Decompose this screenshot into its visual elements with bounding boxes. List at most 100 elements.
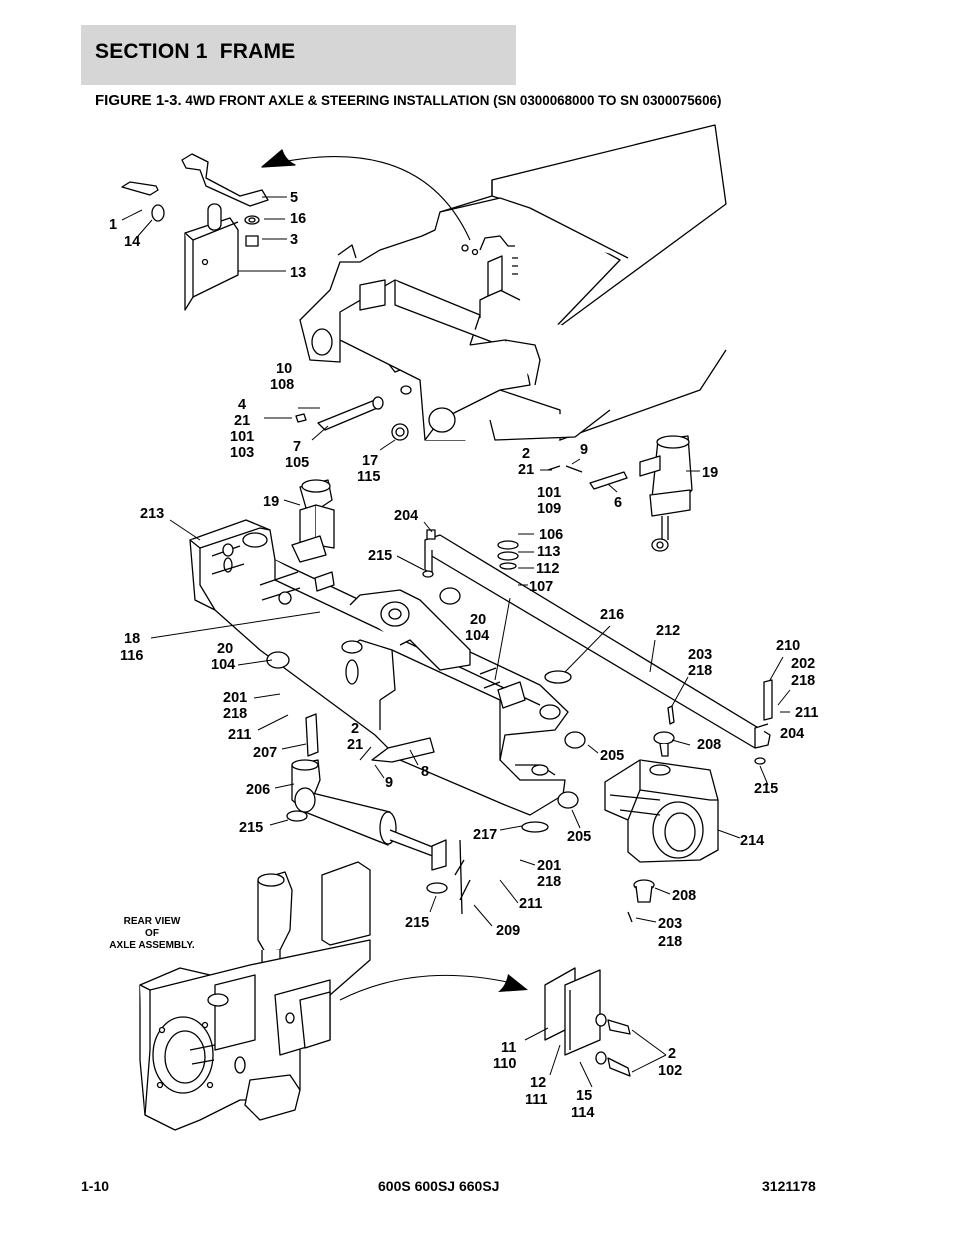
- callout: 103: [230, 445, 254, 461]
- callout: 211: [228, 727, 251, 743]
- callout: 109: [537, 501, 561, 517]
- callout: 215: [405, 915, 429, 931]
- callout: 110: [493, 1056, 516, 1072]
- callout: 3: [290, 232, 298, 248]
- callout: 215: [368, 548, 392, 564]
- callout: 9: [385, 775, 393, 791]
- pad-detail-drawing: [544, 967, 631, 1077]
- callout: 101: [230, 429, 254, 445]
- steering-cylinder-right-drawing: [639, 435, 693, 552]
- callout: 5: [290, 190, 298, 206]
- callout: 2: [522, 446, 530, 462]
- callout: 13: [290, 265, 306, 281]
- figure-caption: 4WD FRONT AXLE & STEERING INSTALLATION (…: [181, 93, 722, 108]
- callout: 205: [567, 829, 591, 845]
- callout: 21: [234, 413, 250, 429]
- callout: 8: [421, 764, 429, 780]
- callout: 212: [656, 623, 680, 639]
- callout: 7: [293, 439, 301, 455]
- section-header-band: [81, 25, 516, 85]
- steering-cylinder-left-drawing: [291, 479, 335, 563]
- callout: 14: [124, 234, 140, 250]
- callout: 106: [539, 527, 563, 543]
- figure-title: FIGURE 1-3. 4WD FRONT AXLE & STEERING IN…: [95, 92, 721, 110]
- document-number: 3121178: [762, 1178, 816, 1194]
- callout: 203: [688, 647, 712, 663]
- figure-number: FIGURE 1-3.: [95, 92, 182, 109]
- callout: 211: [795, 705, 818, 721]
- callout: 11: [501, 1040, 516, 1056]
- callout: 217: [473, 827, 497, 843]
- callout: 2: [351, 721, 359, 737]
- bracket-detail-drawing: [121, 153, 269, 311]
- section-title: SECTION 1 FRAME: [95, 40, 296, 63]
- callout: 104: [465, 628, 489, 644]
- page-number: 1-10: [81, 1178, 110, 1194]
- callout-labels: 5 1 16 14 3 13 10 108 4 21 101 103 7 105…: [109, 190, 818, 1121]
- chassis-frame-drawing: [299, 124, 727, 441]
- callout: 19: [263, 494, 279, 510]
- callout: 115: [357, 469, 380, 485]
- pivot-pin-drawing: [295, 396, 628, 490]
- note-line-3: AXLE ASSEMBLY.: [109, 940, 195, 951]
- callout: 214: [740, 833, 764, 849]
- callout: 116: [120, 648, 143, 664]
- rear-view-note: REAR VIEW OF AXLE ASSEMBLY.: [109, 916, 195, 951]
- callout: 201: [223, 690, 247, 706]
- callout: 21: [347, 737, 363, 753]
- tie-rod-drawing: [422, 529, 773, 765]
- callout: 105: [285, 455, 309, 471]
- callout: 20: [470, 612, 486, 628]
- axle-housing-drawing: [189, 519, 586, 833]
- callout: 201: [537, 858, 561, 874]
- callout: 208: [672, 888, 696, 904]
- callout: 204: [780, 726, 804, 742]
- callout: 6: [614, 495, 622, 511]
- callout: 4: [238, 397, 246, 413]
- callout: 218: [537, 874, 561, 890]
- callout: 215: [239, 820, 263, 836]
- callout: 218: [688, 663, 712, 679]
- model-numbers: 600S 600SJ 660SJ: [378, 1178, 500, 1194]
- callout: 9: [580, 442, 588, 458]
- callout: 112: [536, 561, 559, 577]
- callout: 107: [529, 579, 553, 595]
- note-line-2: OF: [145, 928, 159, 939]
- callout: 218: [791, 673, 815, 689]
- callout: 210: [776, 638, 800, 654]
- callout: 211: [519, 896, 542, 912]
- callout: 101: [537, 485, 561, 501]
- callout: 102: [658, 1063, 682, 1079]
- callout: 1: [109, 217, 117, 233]
- callout: 18: [124, 631, 140, 647]
- callout: 10: [276, 361, 292, 377]
- callout: 15: [576, 1088, 592, 1104]
- callout: 20: [217, 641, 233, 657]
- callout: 207: [253, 745, 277, 761]
- callout: 104: [211, 657, 235, 673]
- callout: 108: [270, 377, 294, 393]
- callout: 21: [518, 462, 534, 478]
- note-line-1: REAR VIEW: [124, 916, 181, 927]
- callout: 12: [530, 1075, 546, 1091]
- callout: 17: [362, 453, 378, 469]
- callout: 16: [290, 211, 306, 227]
- callout: 208: [697, 737, 721, 753]
- callout: 2: [668, 1046, 676, 1062]
- callout: 114: [571, 1105, 594, 1121]
- steering-knuckle-drawing: [604, 759, 719, 923]
- callout: 204: [394, 508, 418, 524]
- callout: 215: [754, 781, 778, 797]
- callout: 213: [140, 506, 164, 522]
- leader-lines: [121, 196, 791, 1088]
- callout: 216: [600, 607, 624, 623]
- callout: 205: [600, 748, 624, 764]
- callout: 203: [658, 916, 682, 932]
- callout: 209: [496, 923, 520, 939]
- callout: 19: [702, 465, 718, 481]
- callout: 111: [525, 1092, 548, 1108]
- callout: 202: [791, 656, 815, 672]
- callout: 218: [658, 934, 682, 950]
- callout: 206: [246, 782, 270, 798]
